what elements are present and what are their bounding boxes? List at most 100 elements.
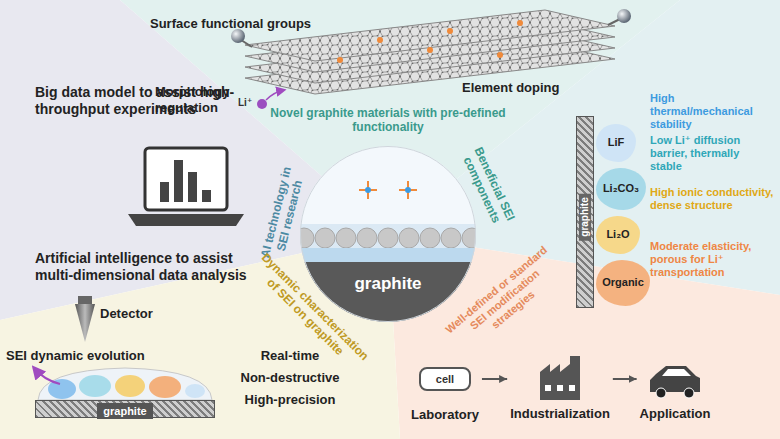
laptop-icon (160, 182, 169, 202)
cell-box: cellLaboratory (411, 367, 479, 423)
node-text: Laboratory (411, 407, 479, 423)
node-text: Application (640, 406, 711, 422)
lithium-ion (257, 99, 267, 109)
laptop-icon (145, 148, 227, 210)
laptop-icon (128, 214, 244, 226)
circle-part (300, 146, 476, 322)
circle-part (365, 187, 371, 193)
label-holder: Low Li⁺ diffusion barrier, thermally sta… (650, 134, 774, 174)
label-holder: High-precision (290, 400, 381, 416)
functional-group (231, 29, 245, 43)
label-holder: Detector (100, 306, 153, 322)
label-holder: Non-destructive (290, 378, 389, 394)
annotation-text: Big data model to assist high-throughput… (35, 84, 240, 118)
detector-symbol (75, 304, 95, 342)
annotation-text: Artificial intelligence to assist multi-… (35, 250, 250, 284)
annotation-text: Moderate elasticity, porous for Li⁺ tran… (650, 240, 774, 280)
circle-fill (300, 146, 476, 322)
label-holder: Moderate elasticity, porous for Li⁺ tran… (650, 240, 774, 280)
laptop-icon (128, 148, 244, 226)
annotation-text: High-precision (244, 392, 335, 408)
circle-part (315, 228, 335, 248)
node-text: Li₂CO₃ (603, 182, 639, 195)
factory-stage: Industrialization (510, 356, 610, 422)
node-text: cell (421, 369, 469, 389)
doping-atoms (447, 28, 453, 34)
circle-part (300, 228, 314, 248)
label-holder: Li⁺ (238, 97, 252, 109)
laptop-icon (202, 190, 211, 202)
car-icon (684, 388, 694, 398)
circle-part (336, 228, 356, 248)
circle-part (300, 224, 476, 248)
sei-layer-drawing (115, 375, 145, 397)
annotation-text: High thermal/mechanical stability (650, 92, 774, 132)
label-holder: Element doping (462, 80, 560, 96)
annotation-text: High ionic conductivity, dense structure (650, 186, 774, 212)
sei-component-blob: Li₂O (596, 216, 640, 254)
detector-symbol (78, 296, 92, 304)
sei-layer-drawing (34, 368, 212, 400)
annotation-text: Real-time (261, 348, 320, 364)
sei-layer-drawing (79, 375, 111, 397)
car-icon (656, 388, 666, 398)
circle-part (399, 228, 419, 248)
laptop-icon (188, 172, 197, 202)
vehicle-stage: Application (640, 356, 711, 422)
flow-arrow (613, 378, 637, 380)
functional-group (617, 9, 631, 23)
factory-icon (557, 385, 563, 391)
factory-icon (569, 385, 575, 391)
node-text: graphite (300, 274, 476, 294)
label-holder: Well-defined or standard SEI modificatio… (505, 300, 641, 340)
doping-atoms (377, 37, 383, 43)
factory-icon (540, 356, 580, 400)
circle-part (357, 228, 377, 248)
annotation-text: Detector (100, 306, 153, 322)
annotation-text: Novel graphite materials with pre-define… (263, 106, 513, 135)
circle-part (301, 147, 476, 322)
sei-component-blob: LiF (596, 124, 636, 162)
annotation-text: Element doping (462, 80, 560, 96)
doping-atoms (497, 52, 503, 58)
sei-component-blob: Li₂CO₃ (596, 168, 646, 210)
node-text: LiF (608, 136, 625, 149)
annotation-text: Surface functional groups (150, 16, 311, 32)
circle-part (405, 187, 411, 193)
node-text: Industrialization (510, 406, 610, 422)
graphite-bar: graphite (576, 116, 594, 308)
annotation-text: Low Li⁺ diffusion barrier, thermally sta… (650, 134, 774, 174)
annotation-text: Non-destructive (241, 370, 340, 386)
annotation-text: Li⁺ (238, 97, 252, 109)
car-icon (650, 366, 700, 392)
circle-part (462, 228, 476, 248)
sei-layer-drawing (149, 376, 181, 398)
sei-layer-drawing (34, 368, 60, 384)
car-icon (650, 366, 700, 398)
doping-atoms (337, 20, 523, 63)
node-text: graphite (579, 193, 591, 240)
doping-atoms (427, 47, 433, 53)
node-text: graphite (97, 403, 152, 419)
doping-atoms (337, 57, 343, 63)
sei-component-blob: Organic (596, 260, 650, 306)
circle-outline (300, 146, 476, 322)
circle-part (300, 248, 476, 262)
label-holder: Surface functional groups (150, 16, 311, 32)
laptop-icon (174, 160, 183, 202)
circle-part (378, 228, 398, 248)
sei-layer-drawing (38, 368, 212, 400)
circle-part (300, 262, 476, 322)
label-holder: SEI dynamic evolution (6, 348, 145, 364)
doping-atoms (517, 20, 523, 26)
node-text: Organic (602, 276, 644, 289)
car-icon (662, 369, 691, 376)
graphite-bar: graphite (35, 400, 215, 418)
label-holder: Artificial intelligence to assist multi-… (35, 250, 250, 284)
cell-outline: cell (419, 367, 471, 391)
flow-arrow (482, 378, 507, 380)
sei-layer-drawing (185, 384, 205, 398)
